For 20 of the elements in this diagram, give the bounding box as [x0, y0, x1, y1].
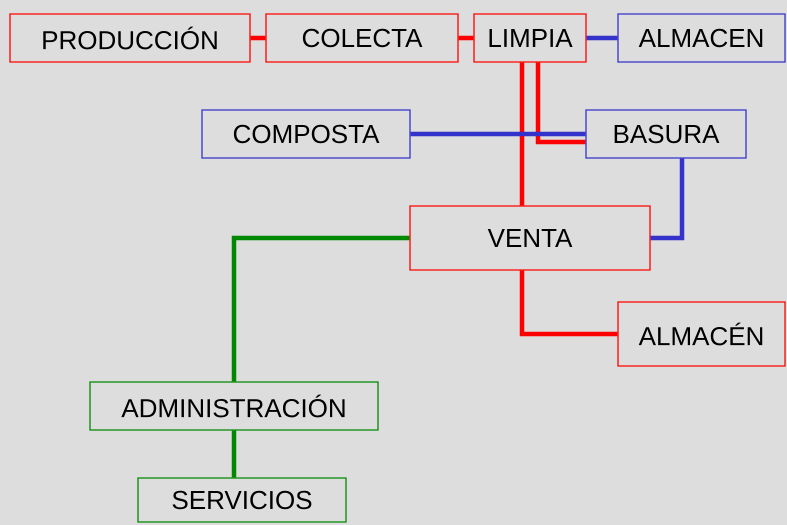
connector-line	[250, 36, 266, 40]
connector-line	[536, 62, 586, 144]
process-box: BASURA	[585, 109, 747, 159]
connector-line	[232, 430, 236, 478]
connector-line	[586, 36, 618, 40]
process-box: SERVICIOS	[137, 477, 347, 523]
process-box: ALMACÉN	[617, 301, 786, 367]
connector-line	[232, 236, 410, 382]
connector-line	[520, 62, 524, 206]
connector-line	[410, 132, 586, 136]
connector-line	[458, 36, 474, 40]
process-box: LIMPIA	[473, 13, 587, 63]
connector-line	[650, 158, 684, 240]
process-box: ALMACEN	[617, 13, 786, 63]
process-box: ADMINISTRACIÓN	[89, 381, 379, 431]
process-box: COMPOSTA	[201, 109, 411, 159]
connector-line	[520, 270, 618, 336]
process-box: VENTA	[409, 205, 651, 271]
process-box: PRODUCCIÓN	[9, 13, 251, 63]
process-box: COLECTA	[265, 13, 459, 63]
